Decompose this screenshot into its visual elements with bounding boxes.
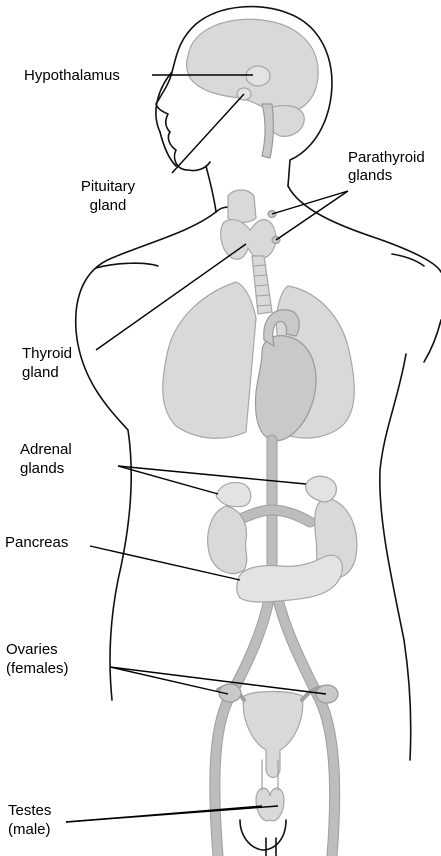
thyroid-organ (221, 220, 276, 260)
arm-right (424, 320, 441, 362)
label-parathyroid-line1: Parathyroid (348, 149, 425, 166)
leader-parathyroid-2 (276, 191, 348, 240)
leader-testes-2 (66, 806, 278, 822)
larynx (228, 190, 256, 223)
cerebrum (187, 19, 318, 113)
label-adrenal-line2: glands (20, 460, 64, 477)
leader-pituitary (172, 94, 244, 173)
groin-outline (240, 820, 286, 850)
left-lung (163, 282, 256, 438)
right-ovary (316, 685, 338, 703)
label-testes-line2: (male) (8, 821, 51, 838)
label-pancreas: Pancreas (5, 534, 68, 551)
label-ovaries-line2: (females) (6, 660, 69, 677)
abdomen (208, 476, 357, 602)
chest-left-fold (96, 263, 158, 268)
label-hypothalamus: Hypothalamus (24, 67, 120, 84)
labels: Hypothalamus Pituitary gland Parathyroid… (5, 67, 425, 838)
label-testes-line1: Testes (8, 802, 51, 819)
torso-right (288, 186, 441, 272)
torso-right-side (380, 354, 411, 760)
label-thyroid-line2: gland (22, 364, 59, 381)
brain (187, 19, 318, 158)
neck-front (206, 166, 216, 212)
right-adrenal (306, 476, 337, 502)
hypothalamus-organ (246, 66, 270, 86)
pancreas-organ (237, 555, 343, 602)
uterus (243, 692, 302, 778)
label-pituitary-line1: Pituitary (81, 178, 136, 195)
label-ovaries-line1: Ovaries (6, 641, 58, 658)
left-kidney (208, 506, 247, 574)
leader-parathyroid-1 (272, 191, 348, 214)
testes-organ (256, 788, 284, 821)
leader-adrenal-2 (118, 466, 306, 484)
label-adrenal-line1: Adrenal (20, 441, 72, 458)
label-parathyroid-line2: glands (348, 167, 392, 184)
label-thyroid-line1: Thyroid (22, 345, 72, 362)
leader-ovaries-1 (110, 667, 228, 694)
torso-left (76, 212, 216, 700)
label-pituitary-line2: gland (90, 197, 127, 214)
brain-stem (262, 104, 273, 158)
left-adrenal (216, 483, 251, 507)
